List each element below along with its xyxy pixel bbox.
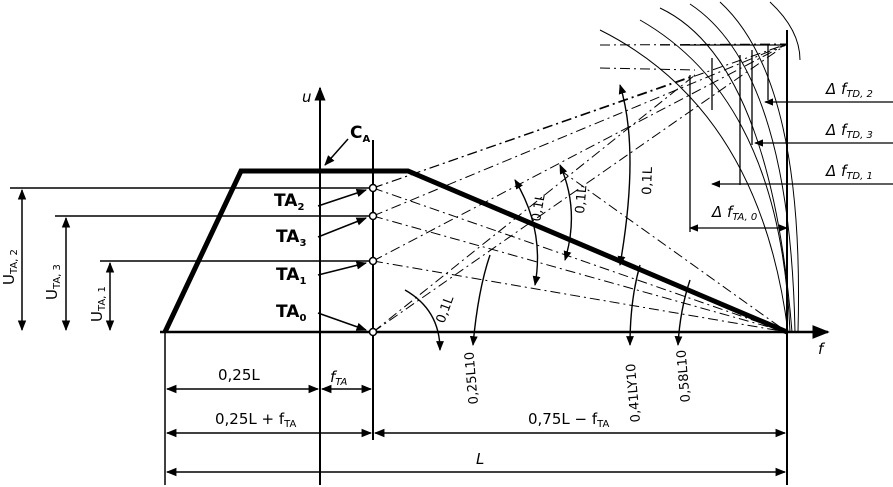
dim-025l: 0,25L	[218, 366, 260, 384]
ratio-01c: 0,1L	[640, 166, 656, 195]
dim-l: L	[476, 450, 484, 468]
ratio-041: 0,41LY10	[624, 363, 644, 423]
u-ta2-label: UTA, 2	[0, 249, 20, 285]
ratio-025: 0,25L10	[462, 351, 482, 405]
level-lines	[10, 187, 373, 332]
ratio-01b: 0,1L	[573, 184, 590, 214]
dfta0-label: Δ fTA, 0	[711, 203, 757, 223]
dftd3-label: Δ fTD, 3	[825, 121, 873, 141]
dimension-lines	[165, 384, 787, 477]
angle-arrows	[404, 84, 691, 351]
dim-075l-minus: 0,75L − fTA	[528, 410, 609, 430]
ta3-label: TA3	[276, 227, 306, 249]
dim-fta: fTA	[330, 368, 347, 388]
y-axis-label: u	[302, 88, 312, 106]
dim-025l-plus: 0,25L + fTA	[215, 410, 296, 430]
dftd2-label: Δ fTD, 2	[825, 80, 873, 100]
ca-label: CA	[350, 123, 370, 145]
ratio-01d: 0,1L	[434, 293, 458, 325]
arcs	[599, 1, 801, 333]
ta2-label: TA2	[274, 191, 304, 213]
leaders	[317, 138, 368, 331]
ratio-058: 0,58L10	[674, 349, 694, 403]
ta-points	[368, 183, 378, 337]
profile-curve	[162, 168, 788, 335]
u-ta3-label: UTA, 3	[43, 264, 63, 300]
u-ta1-label: UTA, 1	[88, 286, 108, 322]
dftd1-label: Δ fTD, 1	[825, 162, 873, 182]
delta-lines	[680, 44, 893, 232]
ta1-label: TA1	[276, 265, 306, 287]
ratio-01a: 0,1L	[529, 192, 549, 223]
ta0-label: TA0	[276, 302, 306, 324]
x-axis-label: f	[818, 340, 826, 358]
